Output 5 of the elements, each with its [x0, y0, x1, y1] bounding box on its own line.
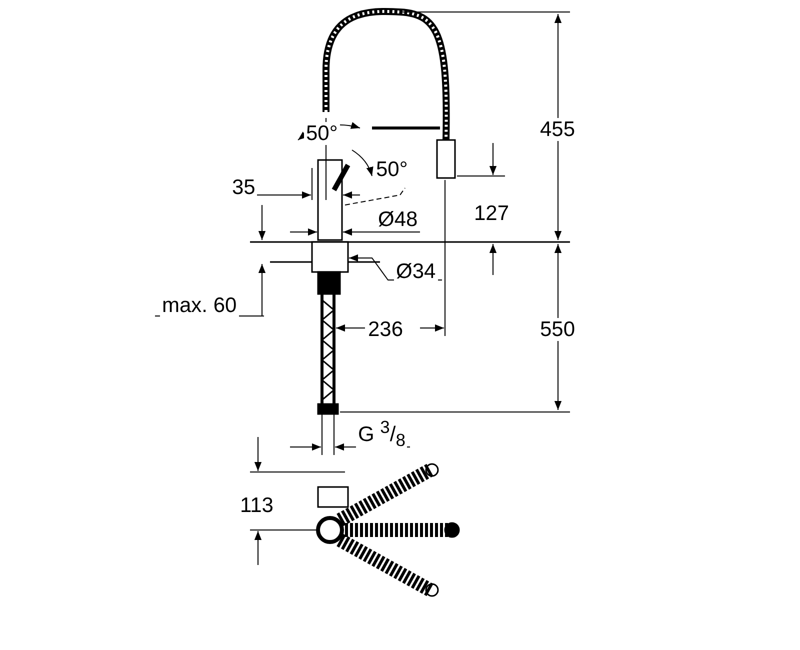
dimension-label: 550: [538, 318, 578, 341]
dimension-label: max. 60: [160, 294, 239, 317]
dimension-label: Ø34: [394, 260, 438, 283]
dimension-label: 455: [538, 118, 578, 141]
dimension-label: 50°: [304, 122, 340, 145]
